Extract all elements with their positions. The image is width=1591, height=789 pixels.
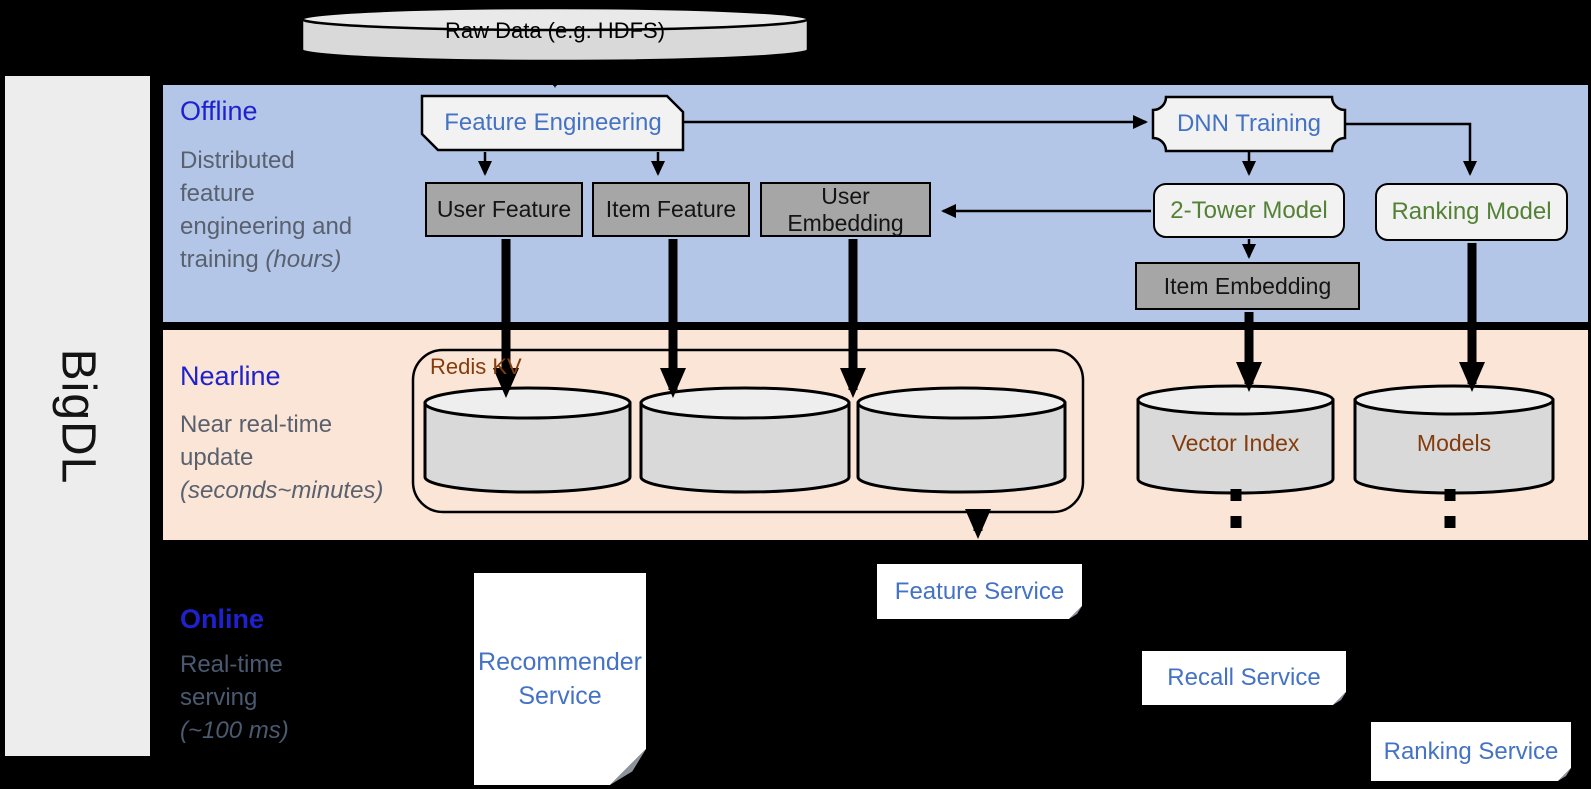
redis-cylinder-2-icon: [639, 386, 851, 494]
ranking-model-box: Ranking Model: [1375, 183, 1568, 241]
document-shape: [877, 564, 1082, 619]
bigdl-sidebar: BigDL: [5, 76, 150, 756]
feature-engineering-shape: [420, 94, 685, 152]
raw-data-cylinder-icon: [300, 6, 810, 63]
ranking-service-label: Ranking Service: [1383, 737, 1559, 765]
offline-description: Distributed feature engineering and trai…: [180, 144, 375, 276]
feature-engineering-label: Feature Engineering: [444, 109, 662, 136]
offline-description-text: Distributed feature engineering and trai…: [180, 147, 353, 273]
ranking-service-doc: Ranking Service: [1371, 722, 1571, 781]
recommender-service-label: Recommender Service: [478, 648, 642, 710]
models-label: Models: [1416, 429, 1492, 456]
nearline-title: Nearline: [180, 361, 281, 391]
redis-kv-label: Redis KV: [430, 354, 522, 379]
two-tower-model-box: 2-Tower Model: [1153, 183, 1345, 238]
nearline-description: Near real-time update (seconds~minutes): [180, 408, 400, 507]
user-feature-box: User Feature: [425, 182, 583, 237]
online-description-note: (~100 ms): [180, 717, 289, 744]
nearline-description-note: (seconds~minutes): [180, 477, 384, 504]
feature-service-label: Feature Service: [894, 577, 1065, 605]
nearline-description-text: Near real-time update: [180, 411, 333, 471]
thick-pipes: [493, 239, 1485, 553]
thin-connectors: [478, 62, 1477, 259]
offline-description-note: (hours): [265, 246, 342, 273]
document-shape: [1371, 722, 1571, 781]
vector-index-label: Vector Index: [1171, 429, 1300, 456]
vector-index-cylinder-icon: [1136, 384, 1335, 495]
models-cylinder-icon: [1353, 384, 1555, 495]
recall-service-doc: Recall Service: [1142, 651, 1346, 705]
item-embedding-box: Item Embedding: [1135, 262, 1360, 310]
dnn-training-shape: [1151, 95, 1347, 153]
recall-service-label: Recall Service: [1167, 664, 1321, 691]
document-shape: [1142, 651, 1346, 705]
offline-title: Offline: [180, 96, 258, 126]
item-feature-box: Item Feature: [592, 182, 750, 237]
online-description: Real-time serving (~100 ms): [180, 648, 312, 747]
redis-kv-container: [411, 348, 1085, 514]
dnn-training-label: DNN Training: [1176, 110, 1322, 137]
user-embedding-box: User Embedding: [760, 182, 931, 237]
recommender-service-doc: Recommender Service: [474, 573, 646, 785]
arrow-dnn-to-ranking-model: [1345, 122, 1477, 176]
document-shape: [474, 573, 646, 785]
online-title: Online: [180, 604, 265, 634]
feature-service-doc: Feature Service: [877, 564, 1082, 619]
redis-cylinder-3-icon: [856, 386, 1067, 494]
raw-data-label: Raw Data (e.g. HDFS): [444, 18, 666, 43]
online-description-text: Real-time serving: [180, 651, 283, 711]
redis-cylinder-1-icon: [423, 386, 632, 494]
